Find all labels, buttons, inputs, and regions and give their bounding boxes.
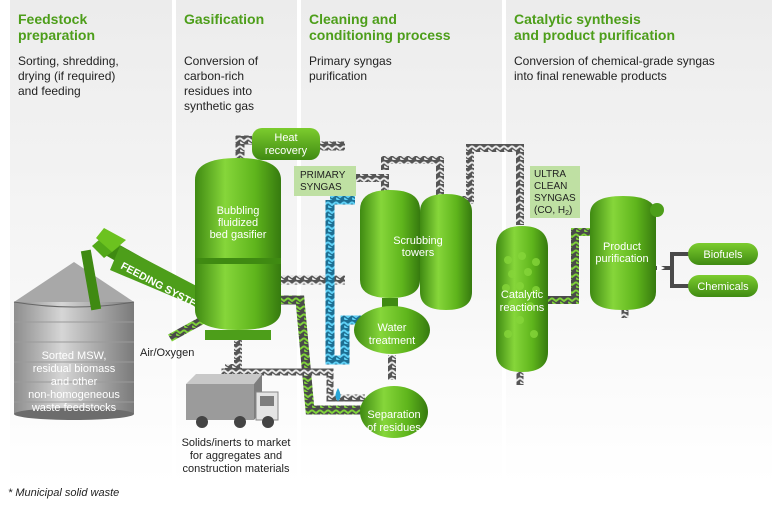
- catalytic-label-2: reactions: [500, 302, 545, 314]
- solids-label-1: Solids/inerts to market: [182, 437, 291, 449]
- desc-cleaning: Primary syngas purification: [309, 54, 392, 84]
- heading-cleaning: Cleaning and conditioning process: [309, 11, 451, 43]
- desc-gasification: Conversion of carbon-rich residues into …: [184, 54, 258, 114]
- desc-line: carbon-rich: [184, 69, 245, 83]
- water-label-2: treatment: [369, 335, 415, 347]
- separation-tank: [360, 386, 428, 438]
- heading-line: and product purification: [514, 27, 675, 43]
- biofuels-pill: [688, 243, 758, 265]
- ultra-label-5: ): [569, 205, 572, 216]
- desc-feedstock: Sorting, shredding, drying (if required)…: [18, 54, 119, 99]
- ultra-label-1: ULTRA: [534, 169, 566, 180]
- primary-label-2: SYNGAS: [300, 182, 342, 193]
- primary-label-1: PRIMARY: [300, 170, 346, 181]
- desc-line: Conversion of: [184, 54, 259, 68]
- feeding-system-conveyor: [80, 228, 218, 312]
- biofuels-label: Biofuels: [703, 249, 743, 261]
- desc-catalytic: Conversion of chemical-grade syngas into…: [514, 54, 715, 84]
- heading-catalytic: Catalytic synthesis and product purifica…: [514, 11, 675, 43]
- heading-feedstock: Feedstock preparation: [18, 11, 95, 43]
- ultra-clean-syngas-tag: [530, 166, 580, 218]
- ultra-label-3: SYNGAS: [534, 193, 576, 204]
- heading-line: Catalytic synthesis: [514, 11, 641, 27]
- silo-label-2: residual biomass: [33, 363, 116, 375]
- ultra-label-sub: 2: [565, 210, 569, 217]
- silo-label-3: and other: [51, 376, 98, 388]
- solids-label-3: construction materials: [183, 463, 290, 475]
- product-purification-vessel: [590, 196, 664, 310]
- ultra-label-4a: (CO, H: [534, 205, 565, 216]
- sep-label-1: Separation: [367, 409, 420, 421]
- gasifier-label-1: Bubbling: [217, 205, 260, 217]
- feedstock-silo: [13, 262, 135, 420]
- catalytic-label-1: Catalytic: [501, 289, 544, 301]
- heading-line: Cleaning and: [309, 11, 397, 27]
- chemicals-label: Chemicals: [697, 281, 749, 293]
- desc-line: Sorting, shredding,: [18, 54, 119, 68]
- ultra-label-4: (CO, H2): [534, 205, 572, 217]
- product-label-1: Product: [603, 241, 641, 253]
- heat-label-2: recovery: [265, 145, 308, 157]
- gasifier-label-2: fluidized: [218, 217, 258, 229]
- desc-line: synthetic gas: [184, 99, 255, 113]
- scrub-label-2: towers: [402, 247, 435, 259]
- heading-line: Feedstock: [18, 11, 88, 27]
- gasifier-label-3: bed gasifier: [210, 229, 267, 241]
- heading-gasification: Gasification: [184, 11, 264, 27]
- primary-syngas-tag: [294, 166, 356, 196]
- silo-label-1: Sorted MSW,: [42, 350, 107, 362]
- water-treatment-tank: [354, 306, 430, 354]
- heat-recovery-unit: [252, 128, 320, 160]
- silo-label-5: waste feedstocks: [31, 402, 117, 414]
- heading-line: Gasification: [184, 11, 265, 27]
- footnote: * Municipal solid waste: [8, 487, 120, 499]
- desc-line: Primary syngas: [309, 54, 392, 68]
- gasifier-vessel: [195, 158, 281, 340]
- sep-label-2: of residues: [367, 422, 421, 434]
- desc-line: purification: [309, 69, 368, 83]
- desc-line: into final renewable products: [514, 69, 667, 83]
- heat-label-1: Heat: [274, 132, 297, 144]
- scrubbing-towers: [360, 190, 472, 310]
- desc-line: Conversion of chemical-grade syngas: [514, 54, 715, 68]
- truck-icon: [186, 374, 279, 428]
- catalytic-reactor: [496, 226, 548, 372]
- desc-line: drying (if required): [18, 69, 116, 83]
- scrub-label-1: Scrubbing: [393, 235, 443, 247]
- water-label-1: Water: [378, 322, 407, 334]
- heading-line: conditioning process: [309, 27, 451, 43]
- solids-label-2: for aggregates and: [190, 450, 282, 462]
- silo-label-4: non-homogeneous: [28, 389, 120, 401]
- water-drop-icon: [335, 388, 341, 401]
- desc-line: and feeding: [18, 84, 81, 98]
- desc-line: residues into: [184, 84, 253, 98]
- ultra-label-2: CLEAN: [534, 181, 567, 192]
- air-oxygen-label: Air/Oxygen: [140, 347, 194, 359]
- chemicals-pill: [688, 275, 758, 297]
- heading-line: preparation: [18, 27, 96, 43]
- product-label-2: purification: [595, 253, 648, 265]
